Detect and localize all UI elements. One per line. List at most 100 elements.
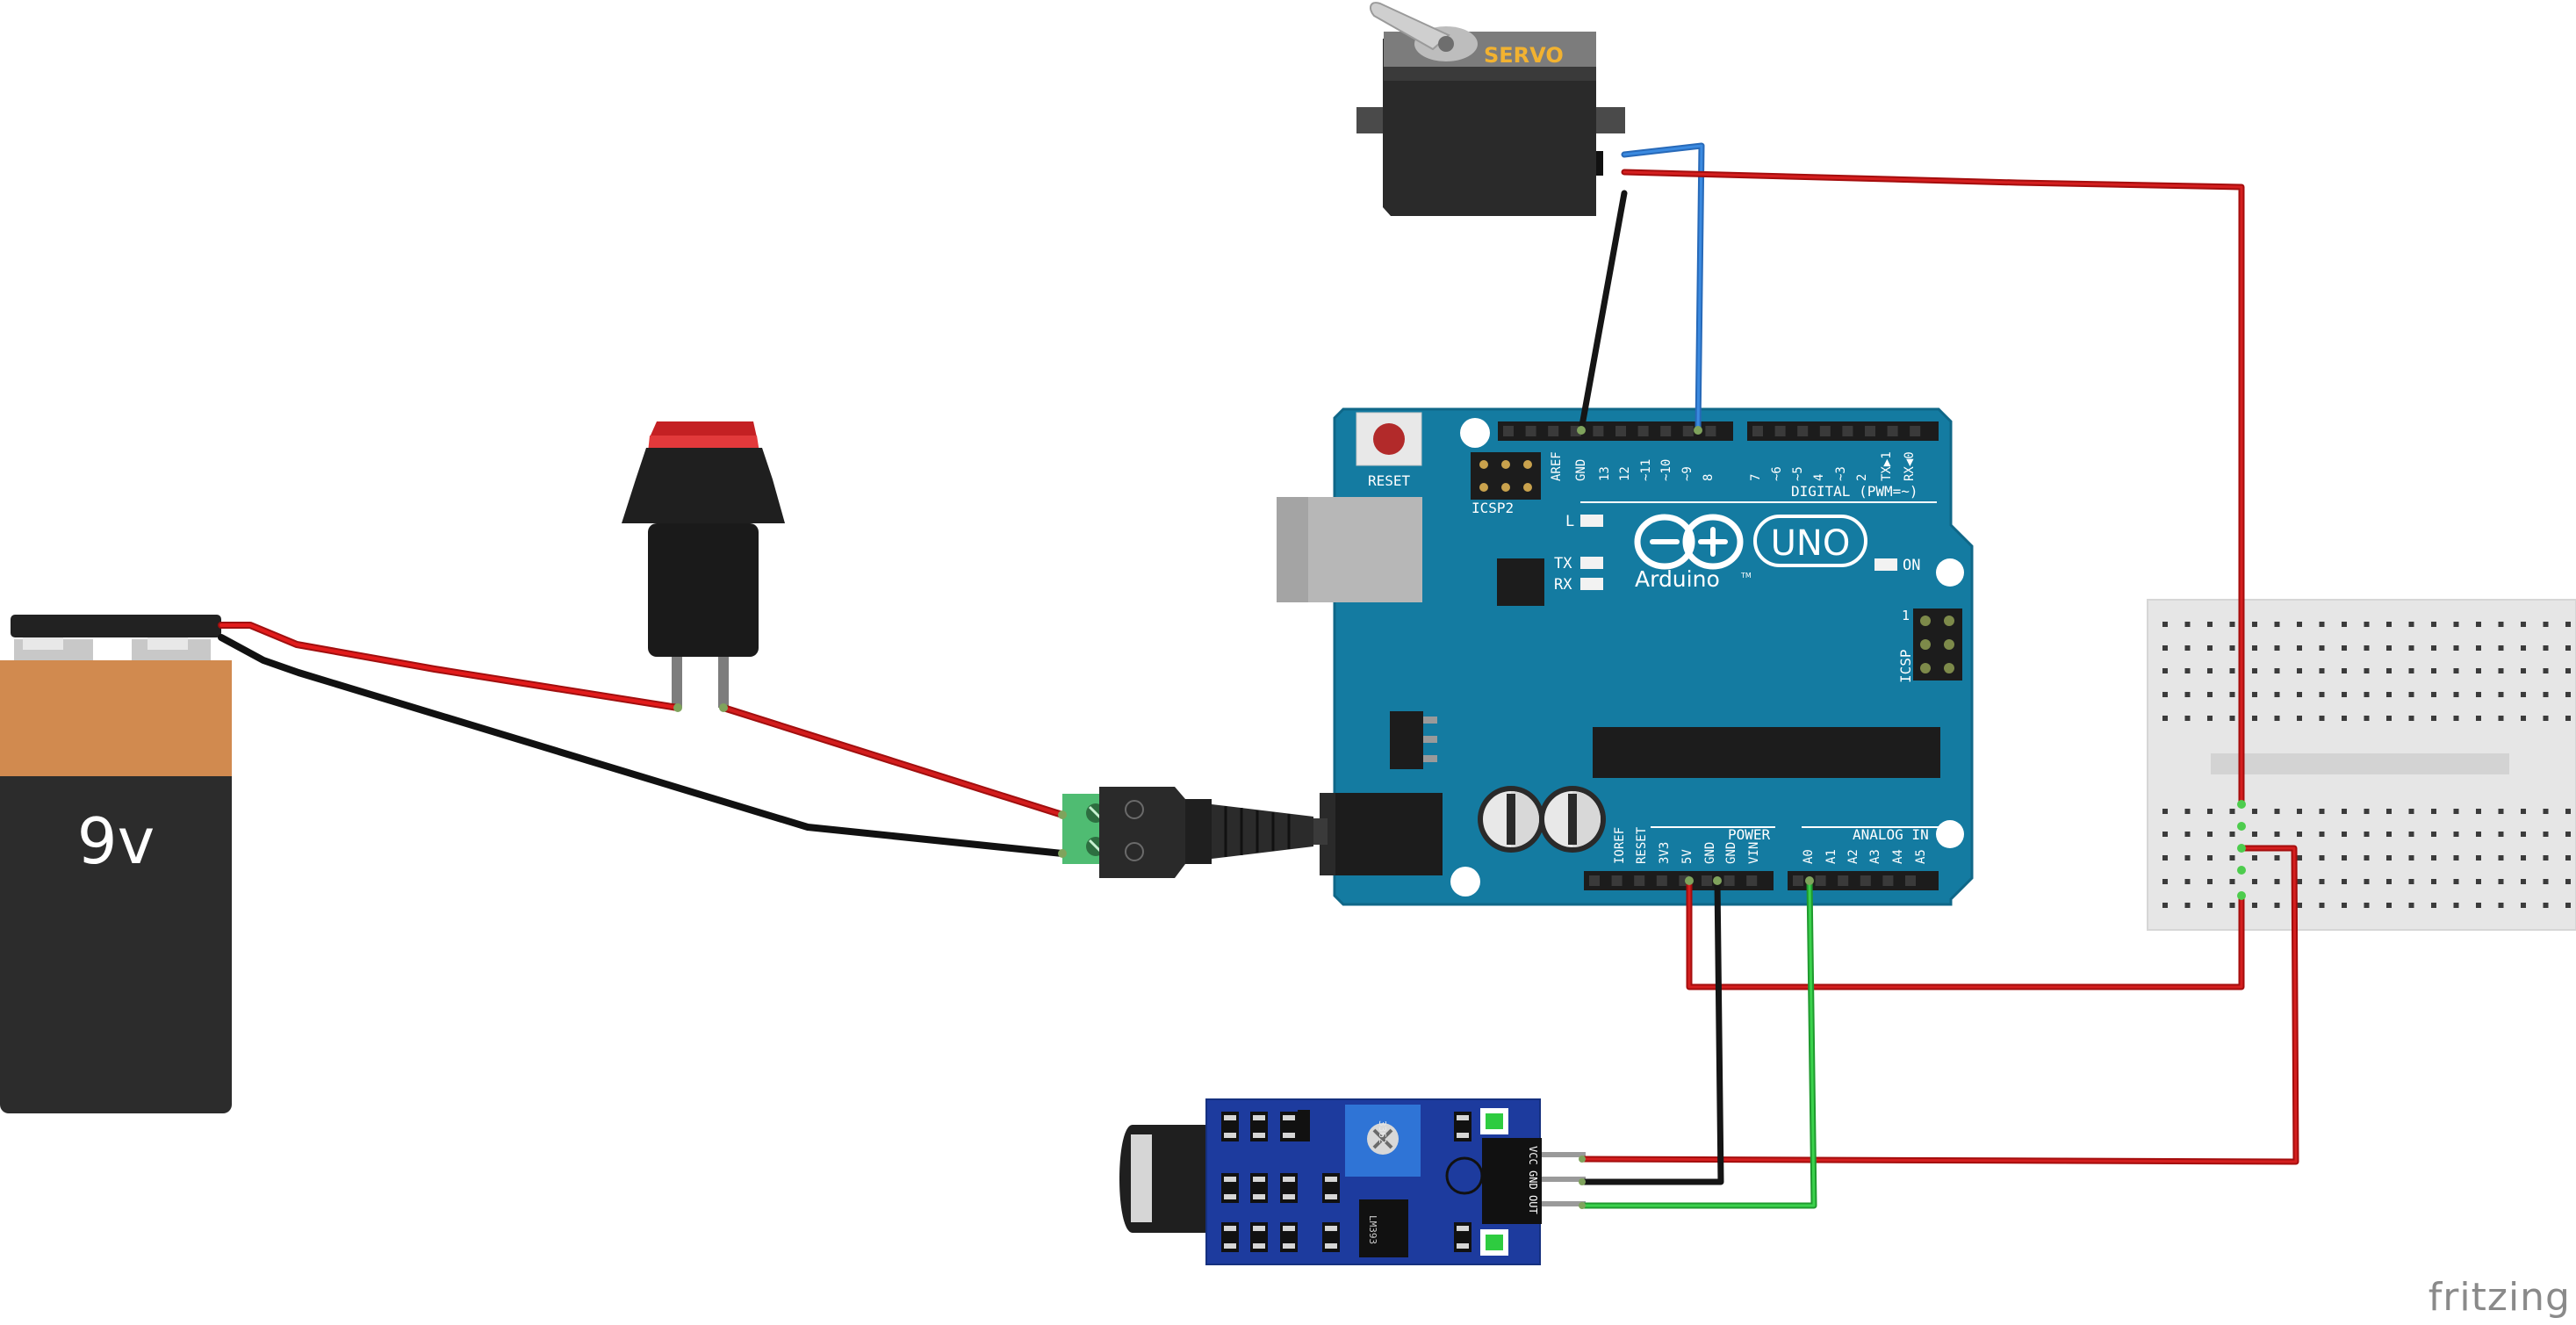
- digital-pin-label: 7: [1749, 474, 1763, 481]
- breadboard-hole: [2364, 832, 2370, 837]
- breadboard-hole: [2565, 832, 2571, 837]
- header-hole: [1746, 875, 1758, 886]
- capacitor: [1539, 786, 1606, 853]
- breadboard-hole: [2543, 645, 2549, 651]
- breadboard-hole: [2342, 645, 2347, 651]
- breadboard-hole: [2521, 809, 2526, 814]
- led-rx: [1580, 578, 1603, 590]
- breadboard-hole: [2274, 668, 2280, 673]
- header-hole: [1656, 875, 1667, 886]
- breadboard-hole: [2521, 668, 2526, 673]
- breadboard-hole: [2229, 622, 2235, 627]
- reset-label: RESET: [1368, 472, 1411, 489]
- breadboard-hole: [2521, 692, 2526, 697]
- breadboard-hole: [2386, 903, 2392, 908]
- breadboard-hole: [2297, 692, 2302, 697]
- breadboard-hole: [2252, 832, 2257, 837]
- breadboard-hole: [2453, 622, 2459, 627]
- led-tx-label: TX: [1554, 555, 1572, 572]
- smd-pad: [1283, 1115, 1295, 1120]
- breadboard-hole: [2498, 903, 2504, 908]
- breadboard-hole: [2184, 855, 2191, 861]
- breadboard-hole: [2274, 903, 2280, 908]
- breadboard-hole: [2543, 903, 2549, 908]
- battery-9v: [0, 615, 232, 1113]
- sensor-smd-components: [1221, 1108, 1508, 1256]
- breadboard-hole: [2476, 692, 2481, 697]
- smd-pad: [1224, 1177, 1236, 1182]
- header-hole: [1611, 875, 1623, 886]
- analog-pin-label: A4: [1891, 849, 1905, 864]
- sound-sensor-module: [1119, 1098, 1586, 1265]
- breadboard-hole: [2431, 903, 2436, 908]
- breadboard-hole: [2543, 832, 2549, 837]
- analog-pin-label: A3: [1868, 849, 1882, 864]
- breadboard-hole: [2274, 622, 2280, 627]
- power-analog-header-holes: [1589, 875, 1916, 886]
- power-pin-label: RESET: [1635, 826, 1649, 864]
- breadboard-hole: [2521, 903, 2526, 908]
- breadboard-hole: [2207, 879, 2213, 884]
- breadboard-hole: [2162, 622, 2168, 627]
- breadboard-hole: [2319, 832, 2325, 837]
- header-hole: [1774, 426, 1786, 436]
- atmega-chip: [1593, 727, 1940, 778]
- breadboard-hole: [2498, 645, 2504, 651]
- breadboard-hole: [2476, 832, 2481, 837]
- breadboard-hole: [2252, 879, 2257, 884]
- breadboard-hole: [2207, 903, 2213, 908]
- breadboard-hole: [2342, 879, 2347, 884]
- breadboard-hole: [2184, 692, 2191, 697]
- breadboard-hole: [2565, 809, 2571, 814]
- analog-pin-label: A0: [1802, 849, 1816, 864]
- wire-black-sensor-gnd-to-gnd: [1579, 877, 1724, 1185]
- breadboard-hole: [2498, 832, 2504, 837]
- breadboard-hole: [2386, 716, 2392, 721]
- breadboard-hole: [2162, 879, 2168, 884]
- icsp-pin1-label: 1: [1902, 608, 1910, 623]
- breadboard-hole: [2319, 716, 2325, 721]
- header-hole: [1705, 426, 1716, 436]
- breadboard-hole: [2386, 668, 2392, 673]
- breadboard-hole: [2364, 622, 2370, 627]
- header-hole: [1815, 875, 1826, 886]
- wire-black-servo-to-gnd: [1578, 190, 1628, 434]
- breadboard-hole: [2297, 903, 2302, 908]
- breadboard-hole: [2342, 692, 2347, 697]
- icsp2-label: ICSP2: [1471, 500, 1514, 516]
- breadboard-hole: [2408, 903, 2414, 908]
- breadboard-hole: [2297, 668, 2302, 673]
- power-pin-label: GND: [1703, 842, 1717, 864]
- header-hole: [1819, 426, 1831, 436]
- smd-pad: [1224, 1133, 1236, 1138]
- push-button: [622, 421, 785, 708]
- battery-label: 9v: [77, 804, 155, 878]
- header-hole: [1752, 426, 1763, 436]
- wire-endpoints: [673, 426, 2246, 1209]
- breadboard-hole: [2408, 832, 2414, 837]
- breadboard-hole: [2565, 645, 2571, 651]
- breadboard-hole: [2274, 716, 2280, 721]
- led-on-label: ON: [1903, 557, 1920, 574]
- smd-pad: [1457, 1243, 1469, 1249]
- header-hole: [1589, 875, 1600, 886]
- smd-pad: [1253, 1194, 1265, 1199]
- breadboard-hole: [2408, 668, 2414, 673]
- breadboard-hole: [2498, 716, 2504, 721]
- digital-pin-label: RX◀0: [1903, 451, 1917, 481]
- breadboard-hole: [2431, 645, 2436, 651]
- breadboard-hole: [2229, 692, 2235, 697]
- header-hole: [1593, 426, 1604, 436]
- breadboard-hole: [2476, 622, 2481, 627]
- header-hole: [1615, 426, 1626, 436]
- led-tx: [1580, 557, 1603, 569]
- header-hole: [1842, 426, 1853, 436]
- smd-pad: [1457, 1226, 1469, 1231]
- analog-label: ANALOG IN: [1853, 826, 1929, 843]
- breadboard-hole: [2297, 879, 2302, 884]
- breadboard-hole: [2543, 622, 2549, 627]
- header-hole: [1797, 426, 1809, 436]
- breadboard-hole: [2207, 668, 2213, 673]
